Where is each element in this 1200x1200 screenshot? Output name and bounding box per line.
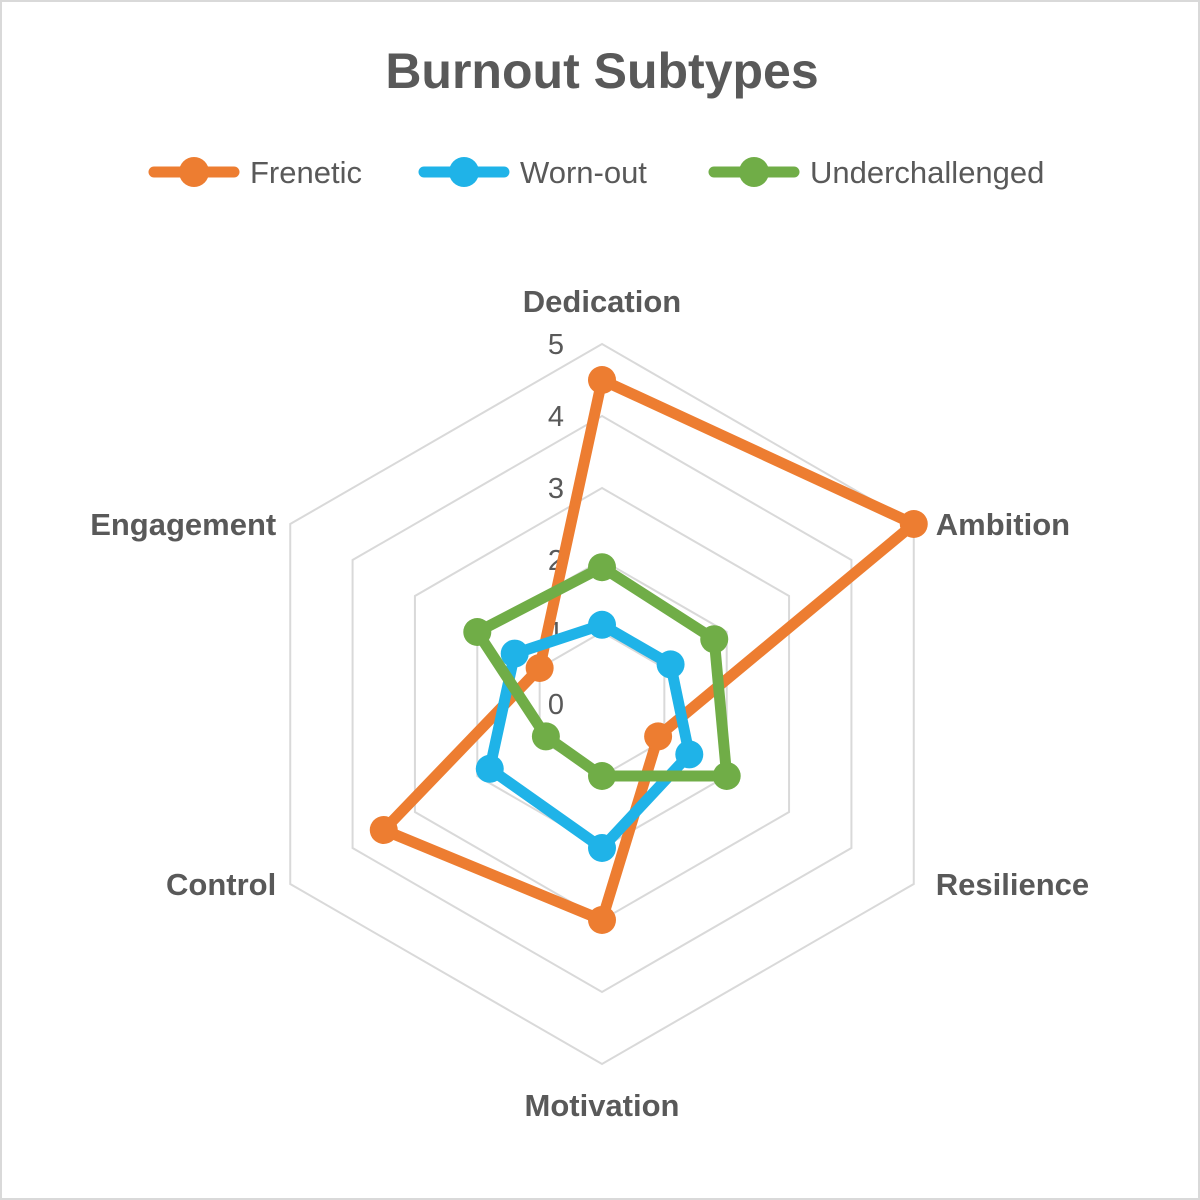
axis-label-engagement: Engagement [90,507,276,542]
legend-label-underchallenged: Underchallenged [810,155,1044,190]
tick-label-5: 5 [548,329,564,361]
data-point-worn-out-motivation [588,834,616,862]
legend-label-frenetic: Frenetic [250,155,362,190]
data-point-underchallenged-engagement [463,618,492,646]
data-point-underchallenged-dedication [588,553,616,582]
data-point-frenetic-motivation [588,906,616,934]
data-point-frenetic-dedication [588,366,616,394]
data-point-frenetic-ambition [899,510,928,538]
legend-item-underchallenged: Underchallenged [708,155,1044,190]
axis-label-dedication: Dedication [523,284,681,319]
chart-title: Burnout Subtypes [385,43,818,99]
grid-ring-4 [351,414,853,994]
series-underchallenged [463,553,741,790]
axis-label-motivation: Motivation [525,1088,680,1123]
series-group [369,366,928,934]
data-point-underchallenged-control [531,722,560,751]
data-point-worn-out-ambition [656,650,685,679]
axis-label-control: Control [166,867,276,902]
legend: Frenetic Worn-out Underchallenged [148,155,1044,190]
legend-swatch-marker-worn-out [449,157,479,187]
tick-label-0: 0 [548,689,564,721]
data-point-frenetic-resilience [644,722,673,751]
data-point-underchallenged-resilience [712,762,741,790]
tick-label-3: 3 [548,473,564,505]
legend-swatch-marker-underchallenged [739,157,769,187]
legend-swatch-marker-frenetic [179,157,209,187]
legend-item-worn-out: Worn-out [418,155,647,190]
data-point-underchallenged-ambition [700,625,729,654]
grid-ring-5 [289,342,915,1066]
series-worn-out [475,610,704,862]
axis-label-resilience: Resilience [936,867,1089,902]
data-point-worn-out-engagement [500,639,529,668]
data-point-underchallenged-motivation [588,762,616,790]
axis-label-ambition: Ambition [936,507,1070,542]
data-point-frenetic-engagement [525,654,554,682]
data-point-worn-out-control [475,754,504,783]
legend-item-frenetic: Frenetic [148,155,362,190]
legend-label-worn-out: Worn-out [520,155,647,190]
data-point-worn-out-resilience [675,740,704,769]
data-point-worn-out-dedication [588,610,616,639]
series-frenetic [369,366,928,934]
data-point-frenetic-control [369,816,398,844]
radar-grid [289,342,915,1066]
tick-label-4: 4 [548,401,564,433]
